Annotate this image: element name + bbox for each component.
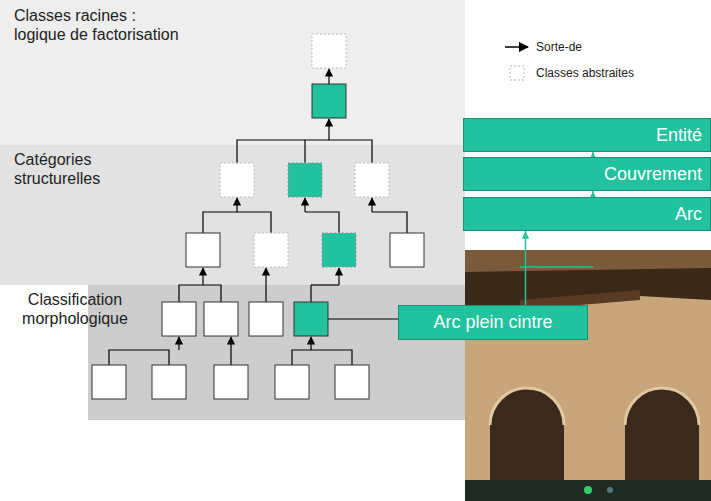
class-name: Arc	[675, 204, 702, 225]
band	[0, 0, 465, 145]
class-squares	[92, 34, 424, 399]
class-box: Entité	[463, 118, 711, 152]
class-callout: Arc plein cintre	[398, 305, 588, 340]
legend-text: Classes abstraites	[536, 66, 634, 80]
level-label: Classes racines : logique de factorisati…	[14, 6, 186, 44]
class-box: Arc	[463, 197, 711, 231]
class-name: Couvrement	[604, 164, 702, 185]
legend-arrow	[505, 46, 528, 48]
class-box: Couvrement	[463, 157, 711, 191]
render-screenshot	[465, 250, 711, 501]
tree-lines	[109, 69, 407, 365]
legend-text: Sorte-de	[536, 40, 582, 54]
legend-square	[510, 66, 524, 80]
kind-of-arrow	[522, 231, 529, 305]
level-label: Catégories structurelles	[14, 150, 114, 188]
class-name: Arc plein cintre	[433, 312, 552, 333]
band	[0, 145, 465, 285]
class-name: Entité	[656, 125, 702, 146]
level-label: Classification morphologique	[16, 290, 134, 328]
